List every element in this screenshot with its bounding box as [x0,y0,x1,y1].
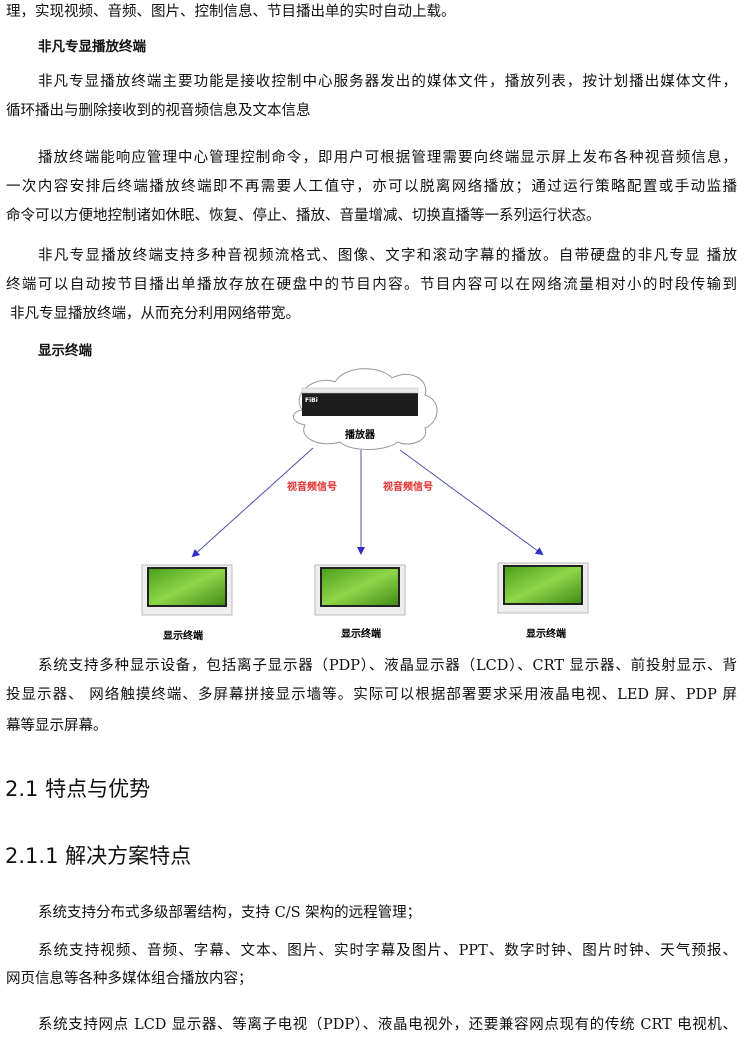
terminal-label: 显示终端 [341,627,381,640]
paragraph-line: 系统支持分布式多级部署结构，支持 C/S 架构的远程管理； [38,905,422,921]
player-label: 播放器 [345,428,376,441]
network-diagram: FiBi 播放器 视音频信号 视音频信号 显示终端 显示终端 显示终端 [141,368,589,642]
heading-2-1-1: 2.1.1 解决方案特点 [5,844,192,868]
paragraph-line: 系统支持视频、音频、字幕、文本、图片、实时字幕及图片、PPT、数字时钟、图片时钟… [38,943,737,959]
terminal-label: 显示终端 [163,629,203,642]
signal-label: 视音频信号 [287,480,337,493]
paragraph-line: 系统支持网点 LCD 显示器、等离子电视（PDP）、液晶电视外，还要兼容网点现有… [38,1017,737,1033]
paragraph-line: 幕等显示屏幕。 [6,718,108,734]
paragraph-line: 终端可以自动按节目播出单播放存放在硬盘中的节目内容。节目内容可以在网络流量相对小… [6,277,737,293]
tv-terminal-icon [497,562,589,614]
tv-terminal-icon [141,564,233,616]
signal-arrow [191,447,314,558]
paragraph-line: 网页信息等各种多媒体组合播放内容； [6,971,253,987]
paragraph-line: 非凡专显播放终端主要功能是接收控制中心服务器发出的媒体文件，播放列表，按计划播出… [38,74,737,90]
paragraph-line: 理，实现视频、音频、图片、控制信息、节目播出单的实时自动上载。 [6,4,456,20]
paragraph-line: 非凡专显播放终端支持多种音视频流格式、图像、文字和滚动字幕的播放。自带硬盘的非凡… [38,248,737,264]
paragraph-line: 命令可以方便地控制诸如休眠、恢复、停止、播放、音量增减、切换直播等一系列运行状态… [6,208,601,224]
section-heading-display: 显示终端 [38,343,92,359]
tv-terminal-icon [314,564,406,616]
signal-label: 视音频信号 [383,480,433,493]
paragraph-line: 投显示器、 网络触摸终端、多屏幕拼接显示墙等。实际可以根据部署要求采用液晶电视、… [6,687,737,703]
paragraph-line: 一次内容安排后终端播放终端即不再需要人工值守，亦可以脱离网络播放；通过运行策略配… [6,179,737,195]
paragraph-line: 非凡专显播放终端，从而充分利用网络带宽。 [10,306,300,322]
paragraph-line: 播放终端能响应管理中心管理控制命令，即用户可根据管理需要向终端显示屏上发布各种视… [38,150,737,166]
section-heading-player: 非凡专显播放终端 [38,39,146,55]
player-logo: FiBi [305,397,318,404]
paragraph-line: 循环播出与删除接收到的视音频信息及文本信息 [6,103,311,119]
heading-2-1: 2.1 特点与优势 [5,777,151,801]
player-device-icon: FiBi [301,387,419,416]
signal-arrow [399,449,544,556]
paragraph-line: 系统支持多种显示设备，包括离子显示器（PDP）、液晶显示器（LCD）、CRT 显… [38,658,737,674]
terminal-label: 显示终端 [526,627,566,640]
